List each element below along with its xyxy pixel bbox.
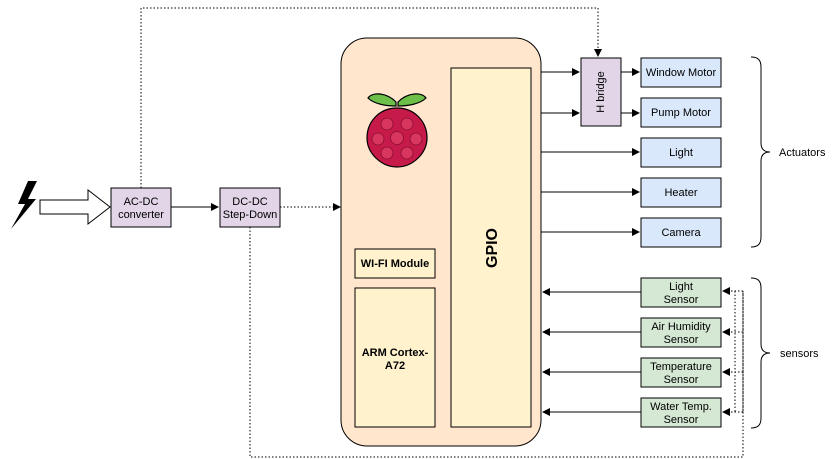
actuator-box [640, 97, 722, 128]
actuator-label: Camera [661, 227, 701, 239]
actuators-group-label: Actuators [779, 147, 826, 159]
sensor-label-line-1: Water Temp. [650, 401, 712, 413]
sensor-label-line-2: Sensor [664, 334, 699, 346]
actuator-camera: Camera [640, 217, 722, 248]
cpu-module-box [354, 287, 436, 428]
hbridge-box [580, 57, 622, 127]
acdc-label-line-2: converter [118, 209, 164, 221]
actuator-light: Light [640, 137, 722, 168]
sensor-box [640, 277, 722, 308]
gpio-label: GPIO [484, 228, 501, 268]
acdc-converter-block: AC-DC converter [110, 187, 172, 228]
sensor-air-humidity: Air Humidity Sensor [640, 317, 722, 348]
actuator-box [640, 177, 722, 208]
hbridge-label: H bridge [595, 71, 607, 113]
actuator-label: Pump Motor [651, 107, 711, 119]
sensor-label-line-2: Sensor [664, 414, 699, 426]
actuators-brace [750, 56, 771, 248]
sensor-box [640, 397, 722, 428]
hbridge-block: H bridge [580, 57, 622, 127]
sensors-group-label: sensors [780, 348, 819, 360]
wifi-module-box [354, 248, 436, 279]
sensors-brace [750, 277, 771, 429]
dcdc-label-line-1: DC-DC [232, 196, 267, 208]
sensor-label-line-1: Light [669, 281, 693, 293]
lightning-bolt-icon [11, 181, 37, 229]
sensor-label-line-2: Sensor [664, 294, 699, 306]
raspberry-pi-logo-icon [366, 93, 428, 168]
sensor-label-line-1: Air Humidity [651, 321, 711, 333]
dcdc-to-sensors-power-line [249, 227, 744, 458]
sensor-label-line-2: Sensor [664, 374, 699, 386]
power-input-arrow [39, 188, 111, 226]
wifi-module-label: WI-FI Module [361, 258, 429, 270]
sensor-light: Light Sensor [640, 277, 722, 308]
actuator-label: Heater [664, 187, 697, 199]
actuator-box [640, 57, 722, 88]
actuator-label: Light [669, 147, 693, 159]
sensor-box [640, 357, 722, 388]
sensor-water-temp: Water Temp. Sensor [640, 397, 722, 428]
raspberry-pi-board: WI-FI Module ARM Cortex- A72 GPIO [340, 37, 542, 447]
actuator-pump-motor: Pump Motor [640, 97, 722, 128]
actuator-heater: Heater [640, 177, 722, 208]
actuator-box [640, 217, 722, 248]
sensor-temperature: Temperature Sensor [640, 357, 722, 388]
actuator-window-motor: Window Motor [640, 57, 722, 88]
cpu-label-line-1: ARM Cortex- [362, 347, 429, 359]
sensor-label-line-1: Temperature [650, 361, 712, 373]
actuator-box [640, 137, 722, 168]
gpio-header-box [450, 67, 532, 428]
actuator-label: Window Motor [646, 67, 717, 79]
acdc-label-line-1: AC-DC [124, 196, 159, 208]
dcdc-stepdown-block: DC-DC Step-Down [219, 187, 281, 228]
cpu-label-line-2: A72 [385, 360, 405, 372]
dcdc-stepdown-box [219, 187, 281, 228]
dcdc-label-line-2: Step-Down [223, 209, 277, 221]
acdc-converter-box [110, 187, 172, 228]
